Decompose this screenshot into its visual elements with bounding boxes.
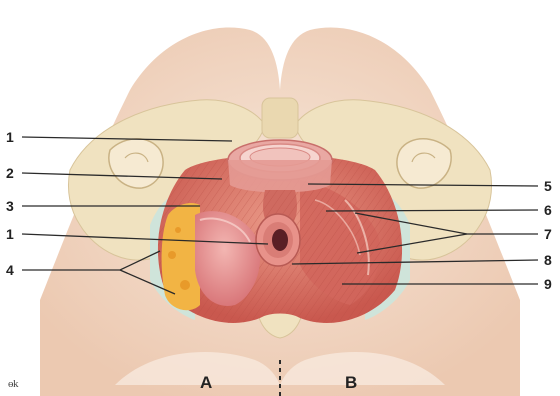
- callout-7: 7: [544, 226, 552, 242]
- callout-3: 3: [6, 198, 14, 214]
- callout-5: 5: [544, 178, 552, 194]
- callout-4: 4: [6, 262, 14, 278]
- callout-6: 6: [544, 202, 552, 218]
- callout-numbers-left: 1 2 3 1 4: [6, 129, 14, 278]
- side-label-a: A: [200, 373, 212, 392]
- callout-1-bottom: 1: [6, 226, 14, 242]
- callout-2: 2: [6, 165, 14, 181]
- side-label-b: B: [345, 373, 357, 392]
- callout-1-top: 1: [6, 129, 14, 145]
- callout-8: 8: [544, 252, 552, 268]
- callout-9: 9: [544, 276, 552, 292]
- callout-numbers-right: 5 6 7 8 9: [544, 178, 552, 292]
- artist-credit: ɵk: [8, 378, 19, 390]
